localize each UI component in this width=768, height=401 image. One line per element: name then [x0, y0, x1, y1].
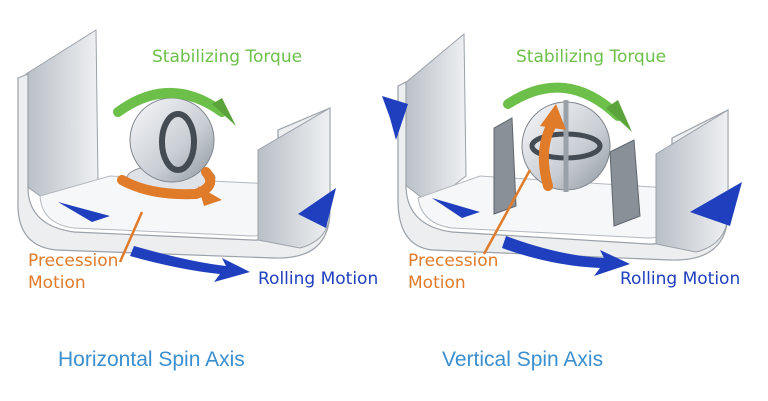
left-precession-label: Precession Motion [28, 250, 118, 294]
left-caption: Horizontal Spin Axis [58, 347, 245, 373]
left-torque-label: Stabilizing Torque [152, 46, 302, 68]
left-rolling-label: Rolling Motion [258, 268, 378, 290]
right-caption: Vertical Spin Axis [442, 347, 603, 373]
right-precession-label: Precession Motion [408, 250, 498, 294]
right-right-bracket [610, 140, 640, 226]
left-hull-right-wall [258, 108, 330, 248]
right-panel [382, 34, 742, 276]
right-rolling-label: Rolling Motion [620, 268, 740, 290]
right-torque-label: Stabilizing Torque [516, 46, 666, 68]
right-hull-back-wall [404, 34, 466, 204]
